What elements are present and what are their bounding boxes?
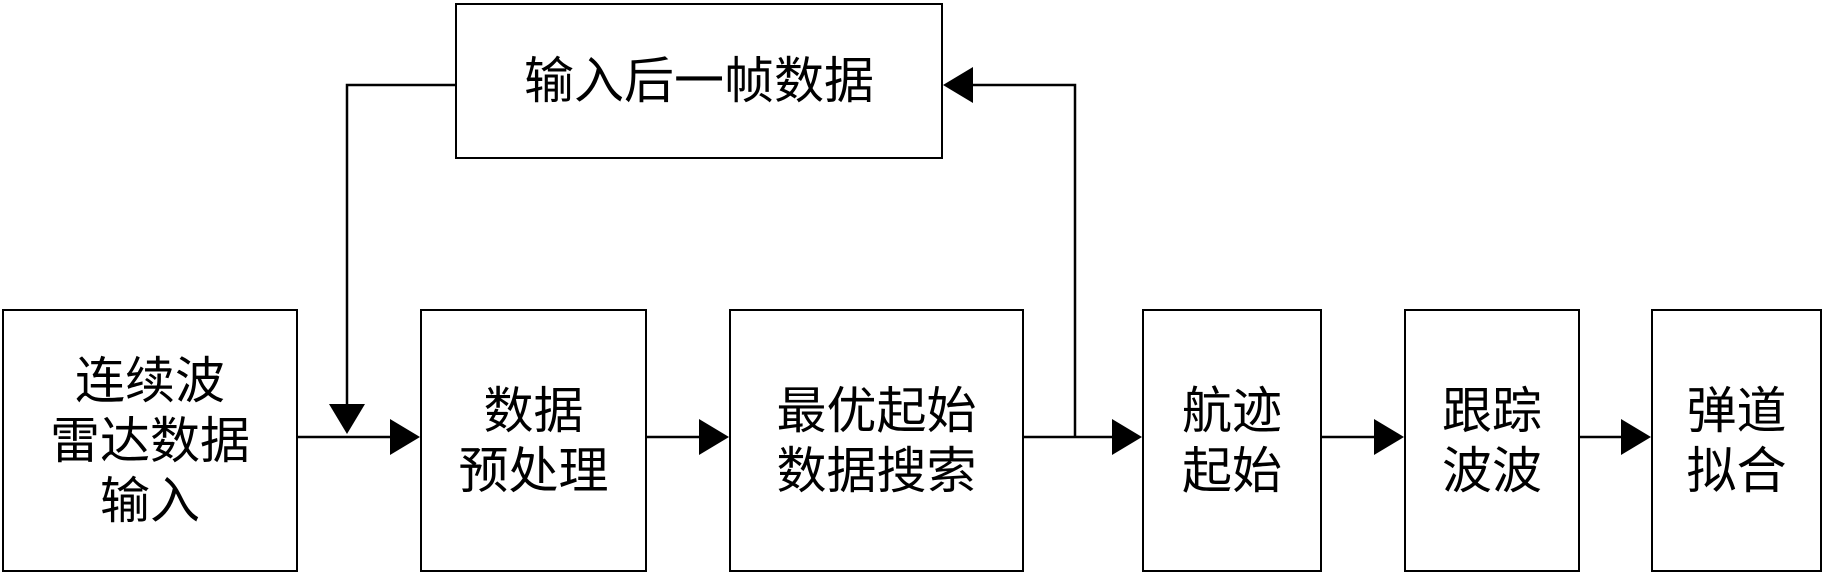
node-preprocess: 数据 预处理 [420,309,647,572]
node-next-frame-label: 输入后一帧数据 [524,52,874,110]
node-search: 最优起始 数据搜索 [729,309,1024,572]
arrowhead-down [329,404,365,434]
node-trajectory-fit: 弹道 拟合 [1651,309,1822,572]
node-track-init: 航迹 起始 [1142,309,1322,572]
node-trajectory-fit-label: 弹道 拟合 [1686,381,1787,500]
node-tracking: 跟踪 波波 [1404,309,1580,572]
node-next-frame: 输入后一帧数据 [455,3,943,159]
node-tracking-label: 跟踪 波波 [1442,381,1542,500]
edge-search-to-next-frame [970,83,1077,437]
edge-next-frame-to-preprocess [345,83,455,405]
node-radar-input: 连续波 雷达数据 输入 [2,309,298,572]
node-preprocess-label: 数据 预处理 [458,381,609,500]
arrowhead-right [390,419,420,455]
arrowhead-right [699,419,729,455]
arrowhead-left [943,67,973,103]
arrowhead-right [1621,419,1651,455]
node-track-init-label: 航迹 起始 [1182,381,1282,500]
node-radar-input-label: 连续波 雷达数据 输入 [50,351,250,530]
arrowhead-right [1112,419,1142,455]
node-search-label: 最优起始 数据搜索 [776,381,977,500]
arrowhead-right [1374,419,1404,455]
